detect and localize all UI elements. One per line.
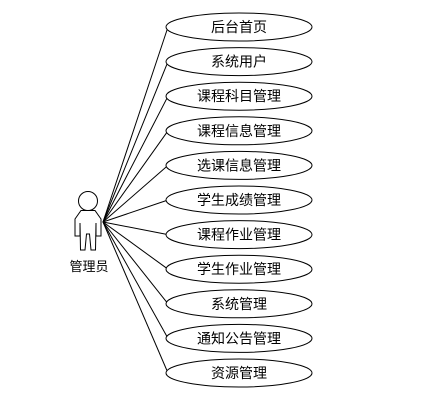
association-line [102,221,169,236]
association-line [102,221,169,339]
use-case: 课程科目管理 [165,81,313,111]
use-case-label: 课程信息管理 [197,123,281,140]
use-case-list: 后台首页系统用户课程科目管理课程信息管理选课信息管理学生成绩管理课程作业管理学生… [165,12,313,388]
use-case: 选课信息管理 [165,150,313,180]
actor-admin: 管理员 [69,191,109,275]
association-line [102,61,169,223]
use-case: 系统用户 [165,47,313,77]
use-case-label: 通知公告管理 [197,330,281,347]
use-case: 课程作业管理 [165,220,313,250]
use-case-ellipse [165,254,313,284]
use-case-ellipse [165,358,313,388]
use-case-ellipse [165,150,313,180]
use-case: 系统管理 [165,289,313,319]
association-line [102,95,169,223]
use-case: 通知公告管理 [165,323,313,353]
use-case-ellipse [165,323,313,353]
association-lines [102,26,169,374]
use-case-label: 课程作业管理 [197,228,281,244]
association-line [102,199,169,223]
use-case: 课程信息管理 [165,116,313,146]
use-case-label: 选课信息管理 [197,157,281,174]
use-case-label: 系统管理 [211,297,267,313]
use-case-ellipse [165,116,313,146]
association-line [102,221,169,374]
use-case-ellipse [165,289,313,319]
association-line [102,165,169,223]
use-case-label: 资源管理 [211,366,267,382]
use-case: 学生成绩管理 [165,185,313,215]
use-case-label: 学生成绩管理 [197,193,281,209]
use-case-label: 后台首页 [211,20,267,36]
association-line [102,221,169,305]
use-case: 资源管理 [165,358,313,388]
association-line [102,221,169,270]
use-case: 后台首页 [165,12,313,42]
use-case-ellipse [165,185,313,215]
use-case-label: 课程科目管理 [197,89,281,105]
use-case-ellipse [165,47,313,77]
use-case-label: 学生作业管理 [197,262,281,278]
use-case-ellipse [165,220,313,250]
actor-head [78,191,98,211]
use-case: 学生作业管理 [165,254,313,284]
association-line [102,26,169,223]
actor-body [74,210,102,251]
association-line [102,130,169,223]
use-case-ellipse [165,12,313,42]
actor-label: 管理员 [69,260,108,275]
use-case-ellipse [165,81,313,111]
use-case-label: 系统用户 [211,54,267,71]
